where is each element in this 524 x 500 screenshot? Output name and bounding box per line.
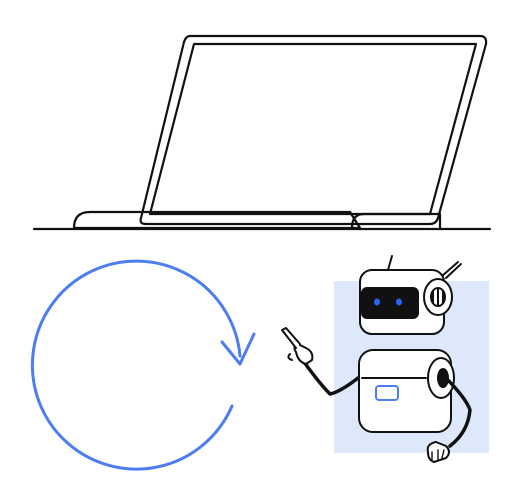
robot-hand-left [293, 343, 314, 365]
robot-antenna-right [441, 261, 459, 277]
laptop-base-right [350, 212, 442, 230]
robot-visor [361, 287, 419, 319]
robot-icon [281, 255, 472, 463]
robot-arm-left [302, 360, 360, 396]
robot-arm-right [442, 374, 472, 448]
robot-antenna-right-inner [445, 263, 462, 279]
circular-arrow-icon [30, 259, 256, 471]
laptop-base [72, 210, 362, 230]
laptop-icon [32, 34, 492, 231]
robot-finger-curl [287, 353, 293, 361]
robot-eye-left [374, 298, 380, 306]
circular-arrow-head [220, 332, 256, 366]
robot-eye-right [396, 298, 402, 306]
robot-body-screen [375, 385, 399, 401]
circular-arrow-arc [30, 259, 242, 471]
robot-antenna-left [387, 255, 393, 271]
robot-hand-right-fingers [431, 449, 445, 461]
laptop-screen [148, 42, 478, 216]
robot-finger-pointing [281, 327, 301, 349]
laptop-lid [139, 34, 488, 226]
